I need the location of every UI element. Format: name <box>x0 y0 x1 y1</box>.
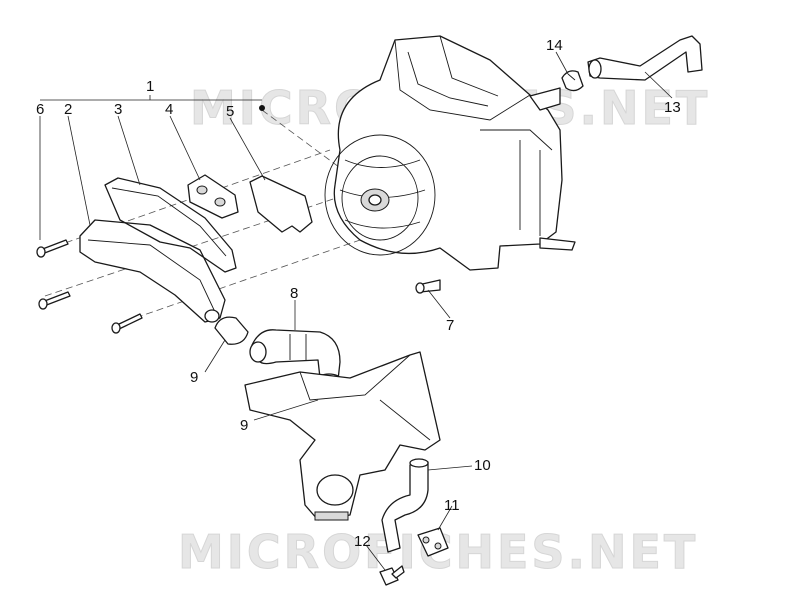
leader-lines <box>39 51 673 571</box>
callout-14: 14 <box>546 37 563 54</box>
hose-clamp-9-upper <box>214 316 249 345</box>
hose-clamp-top <box>561 70 584 92</box>
screw-7 <box>415 279 441 294</box>
breather-pipe <box>381 458 429 553</box>
callout-12: 12 <box>354 533 371 550</box>
screw-set-6 <box>36 239 143 334</box>
callout-9-lower: 9 <box>240 417 248 434</box>
air-box-housing <box>244 351 441 521</box>
fan-housing <box>324 35 576 271</box>
callout-7: 7 <box>446 317 454 334</box>
pipe-gasket <box>417 527 449 557</box>
grommet-plate <box>187 174 239 219</box>
callout-13: 13 <box>664 99 681 116</box>
cover-gasket <box>104 177 237 273</box>
breather-hose <box>587 35 703 81</box>
callout-11: 11 <box>444 497 460 514</box>
bolt-12 <box>379 565 405 586</box>
callout-8: 8 <box>290 285 298 302</box>
callout-4: 4 <box>165 101 173 118</box>
duct-cover <box>79 219 226 323</box>
callout-2: 2 <box>64 101 72 118</box>
callout-3: 3 <box>114 101 122 118</box>
callout-9-upper: 9 <box>190 369 198 386</box>
callout-6: 6 <box>36 101 44 118</box>
callout-10: 10 <box>474 457 491 474</box>
rubber-seal <box>249 175 313 233</box>
callout-5: 5 <box>226 103 234 120</box>
callout-1: 1 <box>146 78 154 95</box>
callout-labels: 1 2 3 4 5 6 7 8 9 9 10 11 12 13 14 <box>36 37 681 550</box>
